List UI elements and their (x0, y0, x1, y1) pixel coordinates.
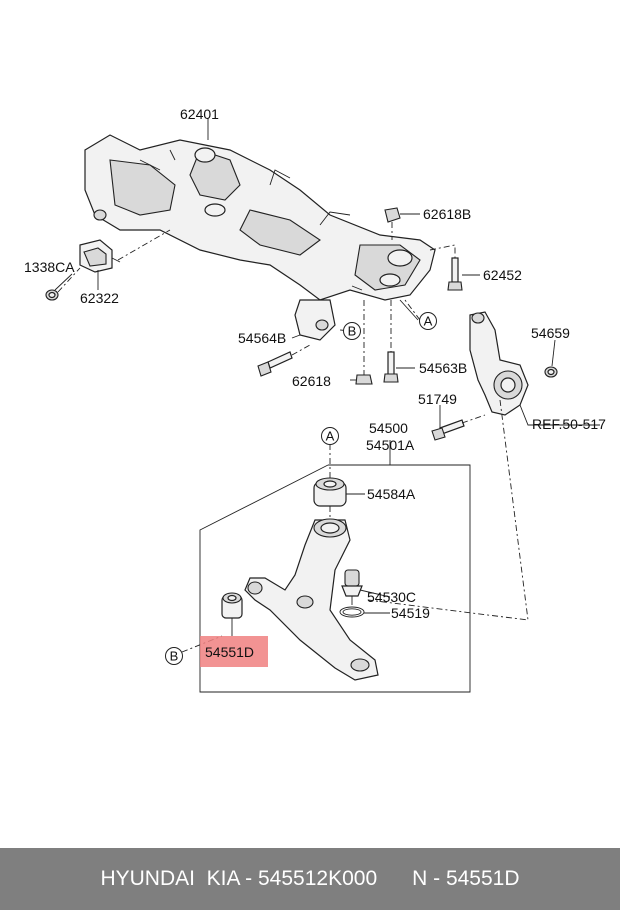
nut-62618 (355, 300, 373, 385)
bushing-54551d (221, 592, 243, 619)
label-1338ca: 1338CA (24, 259, 75, 275)
label-62618b: 62618B (423, 206, 471, 222)
marker-b-bottom: B (165, 647, 183, 665)
highlight-box-54551d (200, 636, 268, 667)
label-51749: 51749 (418, 391, 457, 407)
marker-a-bottom: A (321, 427, 339, 445)
label-54501a: 54501A (366, 437, 415, 453)
bolt-54564b (257, 344, 311, 377)
marker-a-top: A (419, 312, 437, 330)
label-62322: 62322 (80, 290, 119, 306)
nut-1338ca (45, 289, 59, 301)
svg-text:B: B (170, 649, 179, 664)
label-54551d: 54551D (205, 644, 254, 660)
footer-bar: HYUNDAI KIA - 545512K000 N - 54551D (0, 848, 620, 910)
parts-diagram: 62401 62618B 1338CA 62452 62322 54564B 5… (24, 106, 606, 693)
steering-knuckle (469, 311, 600, 426)
label-54563b: 54563B (419, 360, 467, 376)
label-54500: 54500 (369, 420, 408, 436)
bolt-62452 (429, 244, 463, 291)
bushing-54584a (313, 444, 347, 520)
bolt-54563b (383, 300, 399, 383)
label-ref-50-517: REF.50-517 (532, 416, 606, 432)
lower-arm-box (199, 464, 471, 693)
label-62401: 62401 (180, 106, 219, 122)
label-54530c: 54530C (367, 589, 416, 605)
lower-control-arm-54500 (244, 518, 379, 681)
bolt-51749 (431, 414, 486, 441)
leader-lines (54, 118, 556, 636)
svg-text:A: A (326, 429, 335, 444)
label-62618: 62618 (292, 373, 331, 389)
label-54584a: 54584A (367, 486, 416, 502)
mount-bracket-62322 (79, 239, 121, 273)
nut-54659 (544, 366, 558, 378)
footer-text: HYUNDAI KIA - 545512K000 N - 54551D (100, 867, 520, 890)
marker-b-top: B (343, 322, 361, 340)
label-62452: 62452 (483, 267, 522, 283)
svg-text:B: B (348, 324, 357, 339)
label-54564b: 54564B (238, 330, 286, 346)
subframe-62401 (84, 134, 436, 341)
ball-joint-54530c (341, 569, 363, 605)
bolt-62618b (384, 207, 401, 240)
label-54659: 54659 (531, 325, 570, 341)
circlip-54519 (339, 606, 365, 618)
label-54519: 54519 (391, 605, 430, 621)
svg-text:A: A (424, 314, 433, 329)
